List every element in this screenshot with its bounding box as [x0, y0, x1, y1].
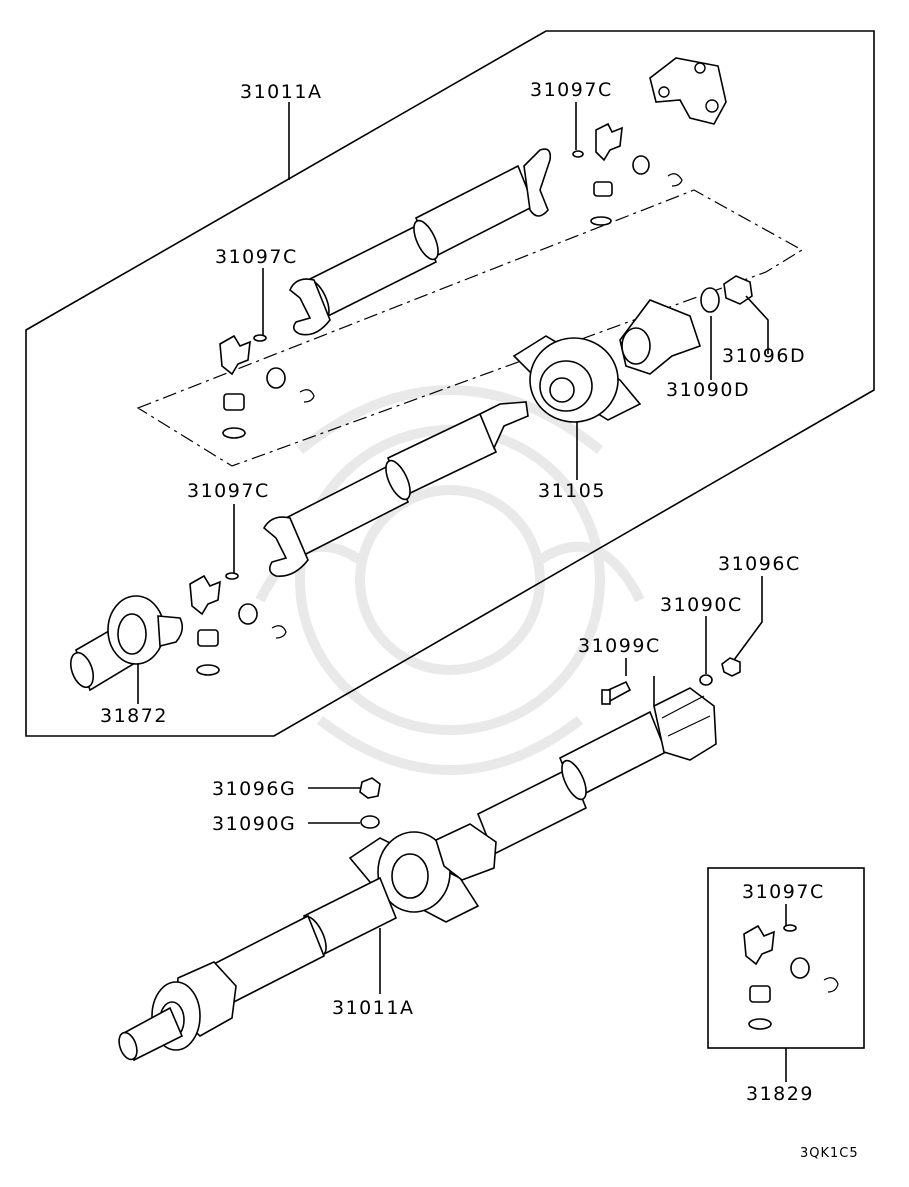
- diagram-code: 3QK1C5: [800, 1146, 859, 1161]
- label-nut-upper: 31096D: [722, 345, 806, 367]
- center-shaft: [262, 401, 529, 577]
- ujoint-kit-top: [572, 122, 683, 226]
- label-washer-upper: 31090D: [666, 379, 750, 401]
- label-joint-kit-box: 31097C: [742, 881, 825, 903]
- label-bearing-center: 31105: [538, 480, 606, 502]
- flange-yoke-top: [649, 57, 727, 125]
- label-nut-right: 31096C: [718, 553, 801, 575]
- label-joint-kit-mid: 31097C: [215, 246, 298, 268]
- label-shaft-assy-lower: 31011A: [332, 997, 414, 1019]
- center-bearing-part: [512, 335, 642, 423]
- joint-kit-box-parts: [743, 924, 839, 1030]
- label-bolt-right: 31099C: [578, 635, 661, 657]
- ujoint-kit-low: [189, 572, 287, 676]
- lower-shaft-assembly: [118, 687, 717, 1062]
- flange-yoke-mid: [619, 275, 753, 375]
- rear-shaft-upper: [289, 148, 552, 336]
- label-joint-kit-box-number: 31829: [746, 1083, 814, 1105]
- label-front-bearing: 31872: [100, 705, 168, 727]
- label-joint-kit-top: 31097C: [530, 79, 613, 101]
- ujoint-kit-mid: [219, 334, 315, 439]
- label-joint-kit-low: 31097C: [187, 480, 270, 502]
- center-section-boundary: [136, 189, 804, 467]
- lower-hardware: [359, 657, 741, 829]
- front-bearing-part: [69, 595, 184, 692]
- label-washer-left: 31090G: [212, 813, 296, 835]
- label-nut-left: 31096G: [212, 778, 296, 800]
- label-shaft-assy-upper: 31011A: [240, 81, 322, 103]
- label-washer-right: 31090C: [660, 594, 743, 616]
- upper-assembly-boundary: [25, 30, 875, 737]
- leader-lines: [137, 102, 787, 1082]
